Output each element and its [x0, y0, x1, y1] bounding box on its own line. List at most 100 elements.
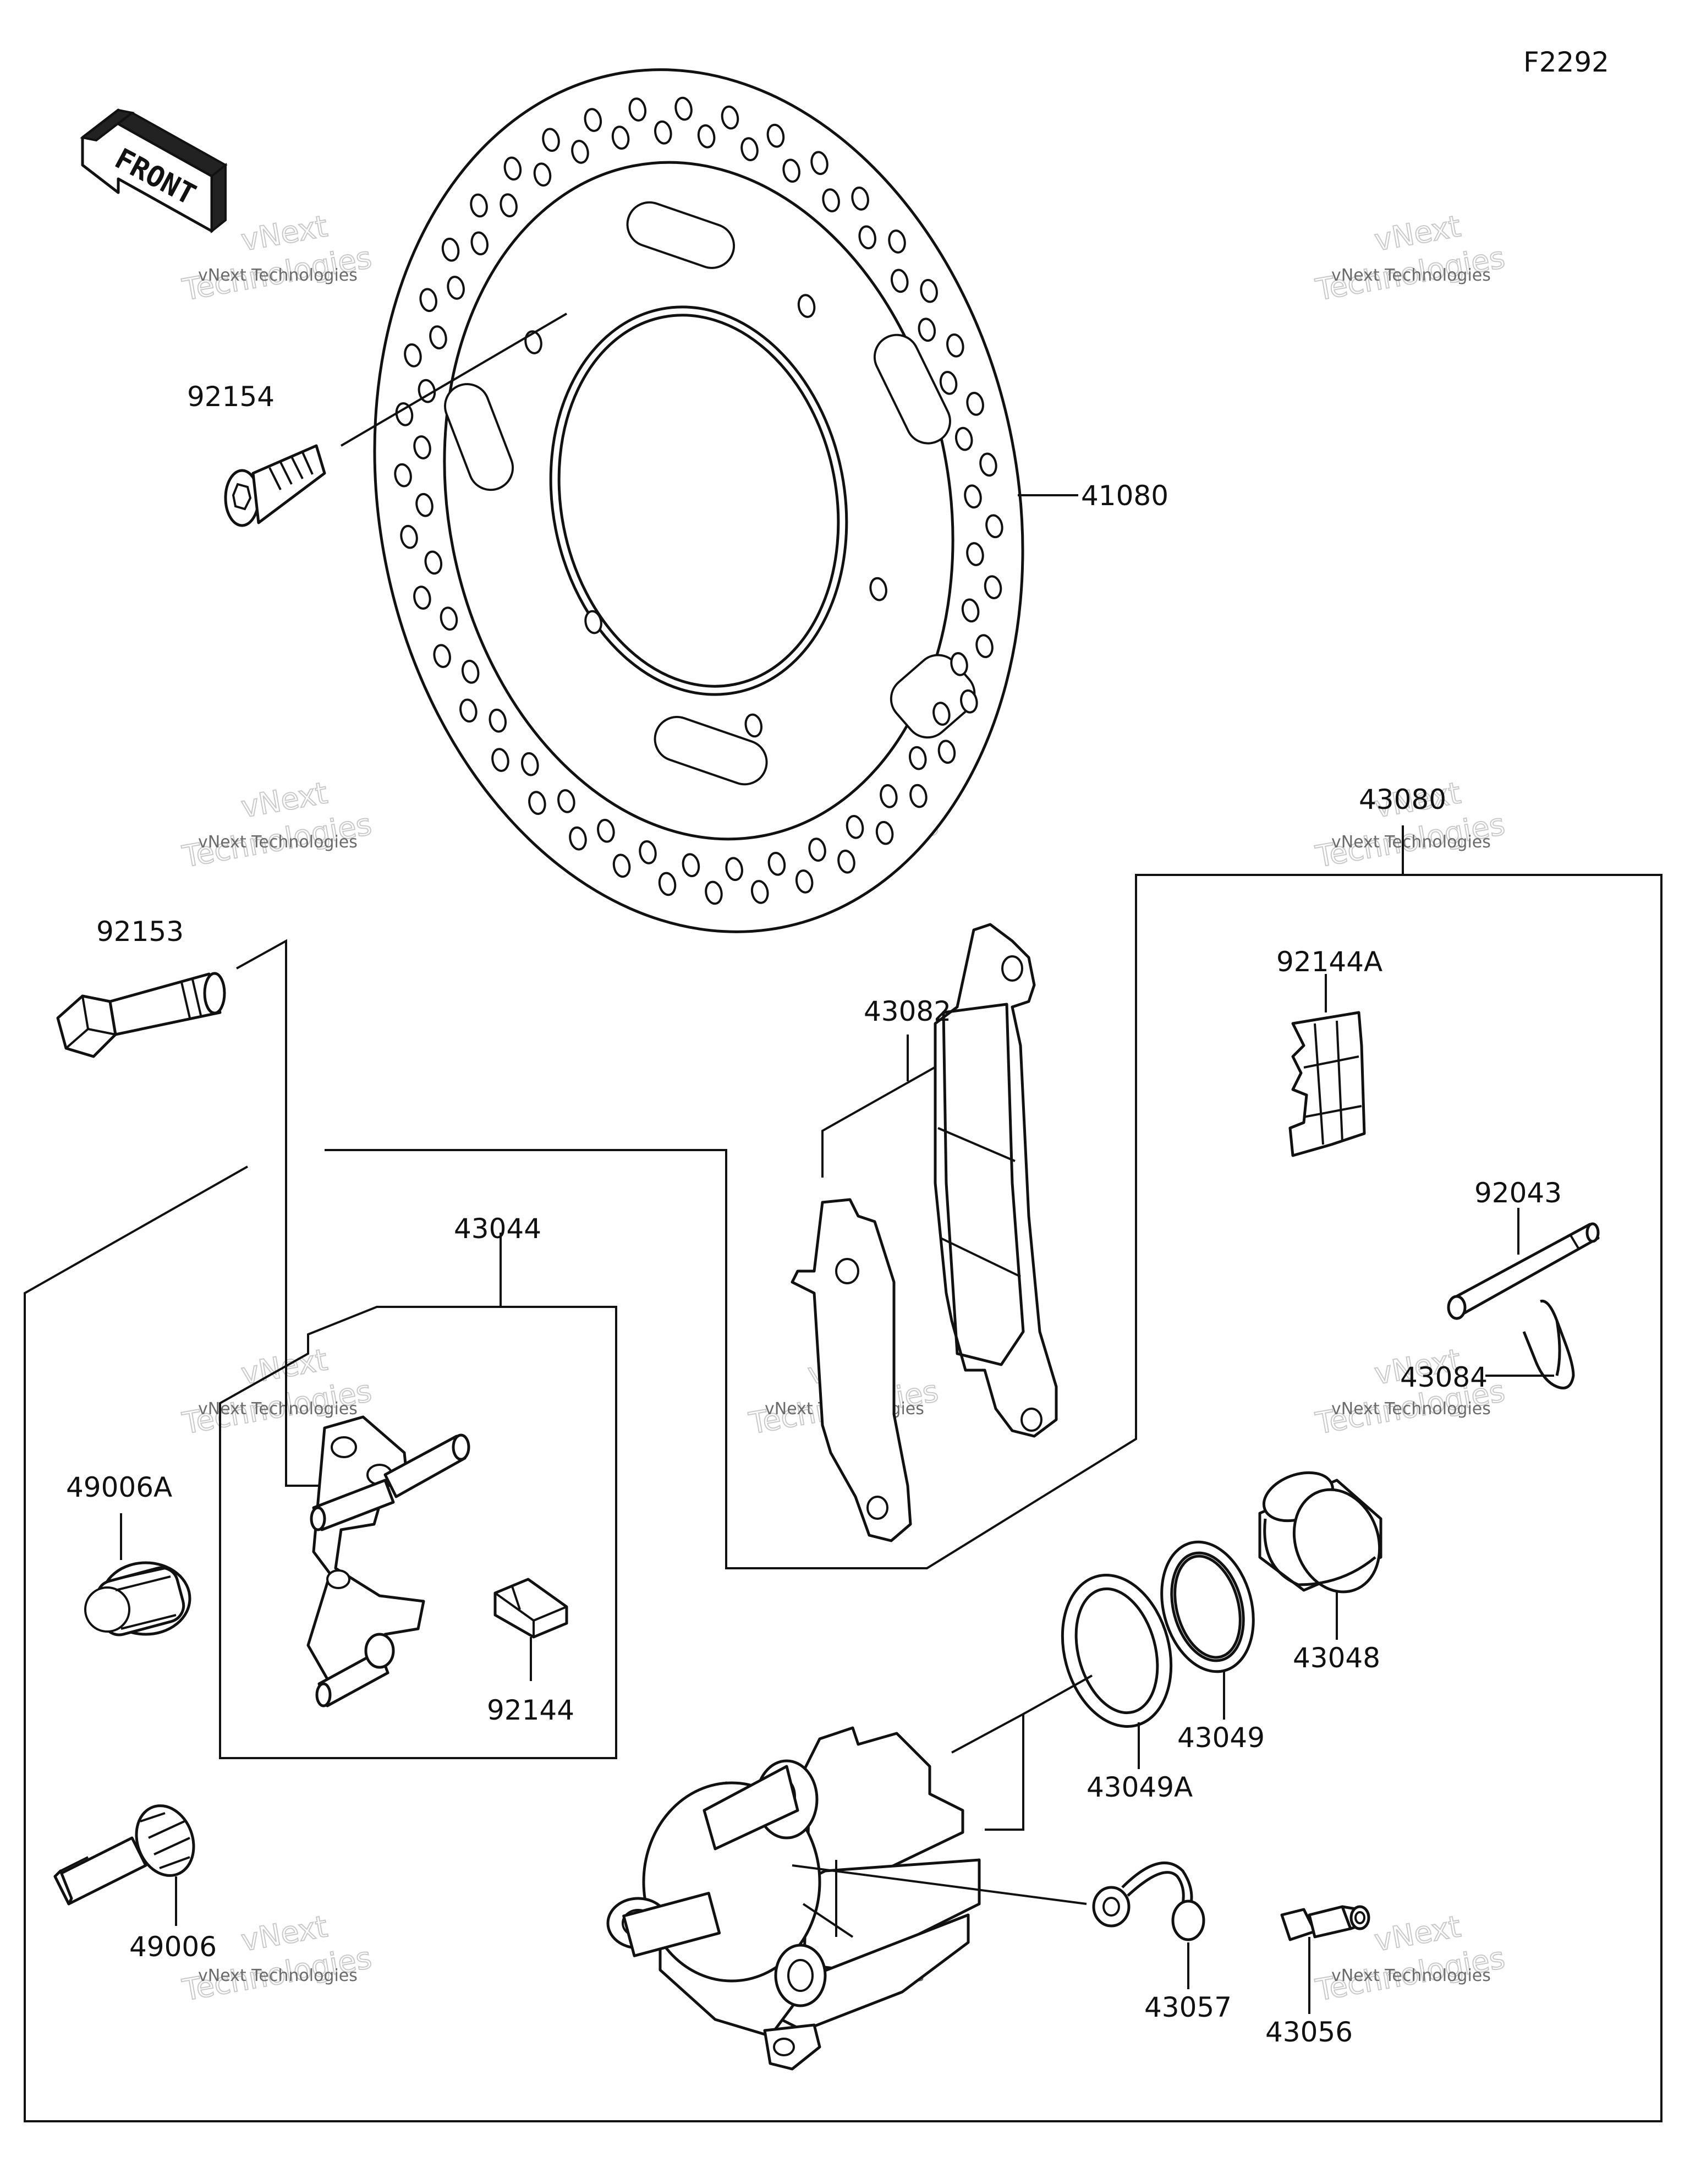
part-label-43056: 43056	[1265, 2016, 1353, 2048]
disc-drill-hole	[491, 748, 509, 772]
watermark-text: vNext Technologies	[198, 833, 358, 852]
disc-drill-hole	[424, 550, 443, 575]
slide-boot-49006A	[84, 1561, 191, 1636]
part-labels: 41080 92154 92153 43080 92144A 43082 920…	[66, 381, 1562, 2048]
part-label-43082: 43082	[864, 995, 951, 1027]
disc-drill-holes-inner	[413, 120, 984, 882]
disc-drill-hole	[920, 278, 938, 303]
disc-drill-hole	[975, 634, 994, 659]
part-label-43044: 43044	[454, 1213, 541, 1245]
bolt-92153	[56, 972, 226, 1058]
part-label-92043: 92043	[1474, 1177, 1562, 1209]
disc-drill-hole	[528, 791, 546, 815]
disc-drill-hole	[433, 644, 451, 668]
front-arrow-icon: FRONT	[80, 108, 228, 234]
part-label-92144A: 92144A	[1276, 946, 1382, 978]
bolt-92154	[224, 444, 326, 527]
disc-drill-hole	[979, 452, 997, 477]
disc-drill-hole	[470, 193, 488, 218]
disc-drill-hole	[782, 158, 800, 183]
disc-drill-hole	[909, 784, 928, 808]
part-label-92144: 92144	[487, 1694, 574, 1726]
dust-seal-43049	[1160, 1540, 1255, 1673]
part-label-49006A: 49006A	[66, 1471, 172, 1503]
part-label-43084: 43084	[1400, 1361, 1488, 1393]
part-label-92153: 92153	[96, 916, 184, 948]
disc-drill-hole	[404, 343, 422, 368]
disc-drill-hole	[628, 97, 647, 122]
pad-clip-92144	[493, 1578, 568, 1639]
part-label-43057: 43057	[1144, 1991, 1232, 2023]
disc-drill-hole	[937, 740, 956, 764]
disc-drill-hole	[447, 276, 465, 300]
watermark-text: vNext Technologies	[1331, 266, 1491, 285]
disc-drill-hole	[503, 156, 522, 181]
disc-drill-hole	[961, 598, 980, 623]
disc-drill-hole	[571, 140, 589, 164]
disc-drill-hole	[461, 659, 480, 684]
disc-drill-hole	[858, 225, 876, 250]
disc-drill-hole	[946, 333, 964, 358]
disc-drill-hole	[950, 652, 968, 676]
slide-pin-49006	[53, 1804, 195, 1906]
disc-slots	[444, 201, 976, 786]
disc-drill-hole	[612, 853, 631, 878]
disc-drill-hole	[557, 789, 575, 813]
disc-drill-hole	[939, 371, 958, 395]
disc-drill-hole	[766, 123, 785, 148]
disc-drill-hole	[413, 585, 431, 610]
brake-disc-41080	[373, 68, 1024, 933]
piston-seal-43049A	[1061, 1574, 1173, 1728]
disc-drill-hole	[470, 231, 489, 256]
watermark-text: vNext Technologies	[198, 266, 358, 285]
part-label-43049A: 43049A	[1087, 1771, 1193, 1803]
part-label-41080: 41080	[1081, 480, 1168, 512]
disc-drill-hole	[960, 689, 978, 714]
piston-43048	[1258, 1471, 1382, 1594]
disc-drill-hole	[880, 784, 898, 808]
brake-pad-left	[791, 1198, 912, 1542]
disc-drill-hole	[415, 492, 434, 517]
pin-clip-43084	[1522, 1299, 1575, 1389]
part-label-49006: 49006	[129, 1931, 217, 1963]
disc-drill-hole	[611, 125, 630, 150]
bleeder-valve-43056	[1280, 1905, 1370, 1941]
disc-drill-hole	[954, 426, 973, 451]
disc-drill-hole	[459, 698, 478, 723]
disc-drill-hole	[413, 435, 431, 459]
disc-bolt-holes	[524, 294, 887, 738]
disc-drill-hole	[533, 162, 552, 187]
disc-drill-hole	[984, 575, 1002, 600]
caliper-body	[606, 1726, 981, 2071]
disc-drill-hole	[810, 151, 828, 176]
disc-drill-hole	[851, 187, 869, 211]
disc-drill-hole	[721, 105, 739, 130]
part-label-92154: 92154	[187, 381, 275, 413]
disc-drill-hole	[441, 237, 460, 262]
part-label-43049: 43049	[1177, 1722, 1265, 1754]
watermark: Technologies vNext vNext Technologies	[179, 775, 375, 874]
disc-drill-hole	[932, 702, 951, 726]
disc-drill-hole	[705, 880, 723, 905]
pad-spring-92144A	[1288, 1011, 1366, 1157]
watermark-text: vNext Technologies	[1331, 1966, 1491, 1985]
disc-drill-hole	[740, 137, 759, 161]
disc-drill-hole	[890, 269, 909, 293]
pad-pin-92043	[1447, 1222, 1600, 1320]
diagram-code: F2292	[1523, 46, 1609, 78]
brake-pad-right	[934, 923, 1058, 1438]
disc-drill-hole	[584, 108, 602, 132]
disc-drill-hole	[394, 463, 412, 488]
watermark-text: vNext Technologies	[198, 1399, 358, 1419]
disc-drill-hole	[985, 514, 1003, 539]
disc-drill-hole	[521, 752, 539, 776]
disc-drill-hole	[639, 840, 657, 864]
disc-drill-hole	[500, 193, 518, 217]
disc-drill-hole	[697, 124, 716, 149]
disc-drill-hole	[846, 814, 864, 839]
disc-drill-hole	[569, 826, 587, 851]
disc-drill-hole	[837, 850, 855, 874]
disc-drill-hole	[395, 402, 414, 426]
disc-drill-hole	[767, 852, 786, 876]
